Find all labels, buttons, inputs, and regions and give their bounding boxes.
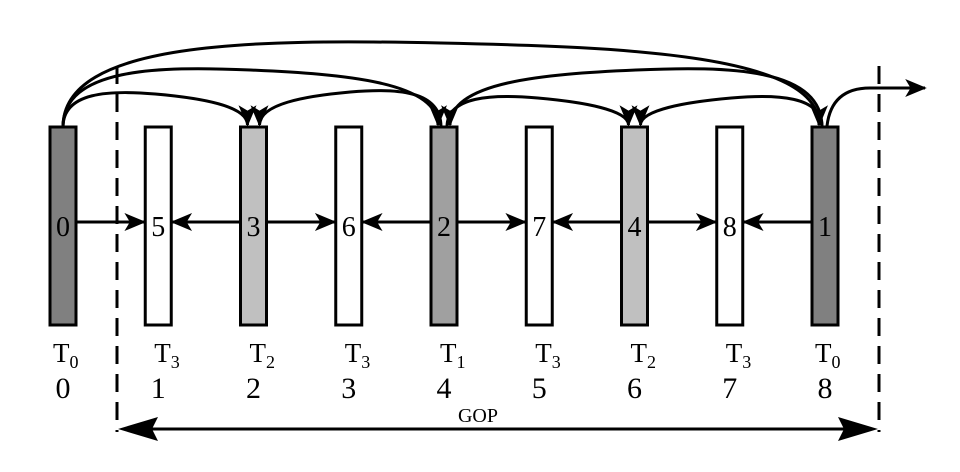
frame-coding-order: 6 xyxy=(342,212,356,243)
next-gop-arrow xyxy=(825,79,927,127)
poc-number: 6 xyxy=(627,372,642,405)
ref-arc-4-to-6 xyxy=(445,94,638,128)
gop-arrow-left-head xyxy=(118,417,158,441)
temporal-layer-label: T2 xyxy=(631,338,657,372)
temporal-layer-label: T0 xyxy=(815,338,841,372)
frame-coding-order: 0 xyxy=(56,212,70,243)
poc-number: 2 xyxy=(246,372,261,405)
frame-coding-order: 4 xyxy=(628,212,642,243)
frame-coding-order: 7 xyxy=(532,212,546,243)
frame-bar xyxy=(524,125,554,327)
frame-coding-order: 3 xyxy=(247,212,261,243)
ref-arc-8-to-4 xyxy=(441,67,824,128)
ref-arc-4-to-2 xyxy=(250,89,443,128)
frame-coding-order: 1 xyxy=(818,212,832,243)
temporal-layer-label: T3 xyxy=(535,338,561,372)
ref-arc-0-to-2 xyxy=(61,91,257,128)
ref-arc-0-to-8 xyxy=(61,40,828,128)
reference-arcs xyxy=(61,40,828,128)
poc-number: 1 xyxy=(151,372,166,405)
temporal-layer-label: T0 xyxy=(53,338,79,372)
frame-bar xyxy=(429,125,459,327)
frame-bar xyxy=(810,125,840,327)
frame-bar xyxy=(620,125,649,327)
ref-arc-8-to-6 xyxy=(631,94,824,128)
frame-bar xyxy=(334,125,364,327)
frame-bar xyxy=(239,125,268,327)
poc-number: 7 xyxy=(722,372,737,405)
temporal-layer-label: T3 xyxy=(345,338,371,372)
frame-bar xyxy=(143,125,173,327)
gop-label: GOP xyxy=(458,405,498,427)
ref-arc-0-to-4 xyxy=(61,67,447,128)
frame-bar xyxy=(48,125,78,327)
poc-number: 0 xyxy=(56,372,71,405)
poc-number: 8 xyxy=(818,372,833,405)
temporal-layer-label: T3 xyxy=(726,338,752,372)
frame-coding-order: 5 xyxy=(151,212,165,243)
frame-coding-order: 2 xyxy=(437,212,451,243)
poc-number: 3 xyxy=(341,372,356,405)
gop-arrow-right-head xyxy=(838,417,878,441)
temporal-layer-label: T1 xyxy=(440,338,466,372)
poc-number: 4 xyxy=(437,372,452,405)
temporal-layer-label: T2 xyxy=(250,338,276,372)
frame-bar xyxy=(715,125,745,327)
poc-number: 5 xyxy=(532,372,547,405)
temporal-layer-label: T3 xyxy=(154,338,180,372)
frame-coding-order: 8 xyxy=(723,212,737,243)
